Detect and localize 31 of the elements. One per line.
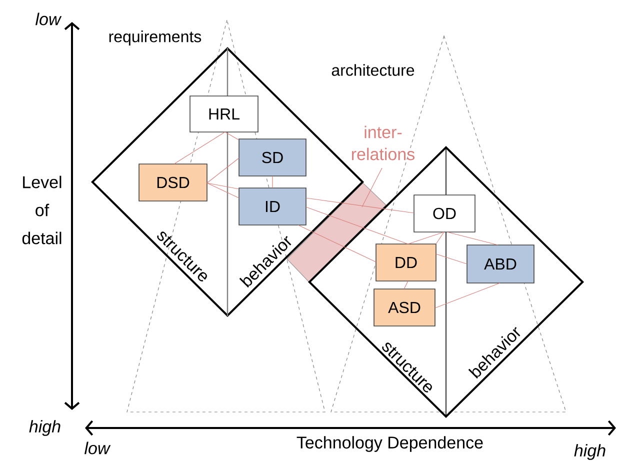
axis-label: high [29, 420, 60, 436]
relation-line [298, 224, 376, 262]
relation-line [446, 232, 498, 246]
relation-line [436, 254, 468, 264]
relation-line [224, 132, 240, 140]
relation-line [404, 280, 408, 290]
relation-line [174, 132, 226, 164]
axis-label: low [36, 12, 62, 26]
relation-line [206, 158, 240, 184]
diagram-box: OD [414, 194, 476, 232]
relation-line [408, 232, 444, 244]
diagram-box: DSD [138, 164, 208, 202]
relation-line [206, 182, 240, 198]
region-label: requirements [109, 30, 202, 46]
relation-line [206, 182, 240, 190]
axis-label: high [574, 444, 606, 460]
diagram-box: SD [238, 138, 306, 176]
diagram-box: ABD [466, 244, 534, 284]
axis-label: Technology Dependence [296, 436, 483, 452]
axis-label: low [84, 442, 111, 454]
relation-line [272, 176, 273, 188]
axis-label: Level of detail [22, 176, 62, 244]
relation-line [434, 282, 500, 308]
relation-line [306, 206, 408, 244]
relation-line [436, 232, 444, 244]
diagram-box: ASD [374, 288, 436, 326]
diagram-box: HRL [190, 96, 258, 132]
relation-line [306, 198, 414, 214]
leader-line [362, 168, 382, 208]
diagram-box: DD [376, 244, 436, 282]
diagram-box: ID [238, 188, 306, 226]
